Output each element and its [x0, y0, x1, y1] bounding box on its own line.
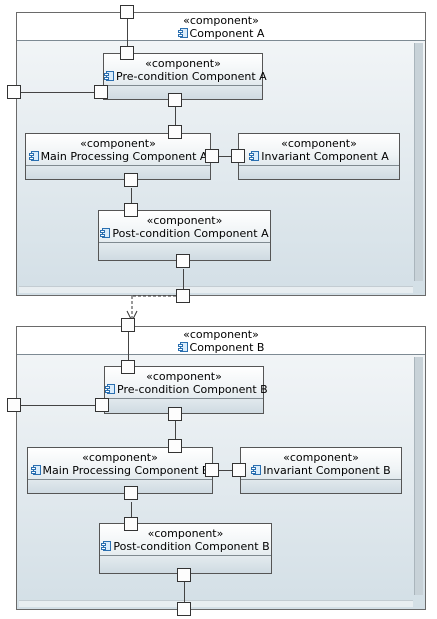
connector-line: [131, 188, 132, 205]
component-a-scrollbar-horizontal[interactable]: [19, 286, 413, 293]
component-icon: [105, 384, 115, 394]
invariant-b-stereotype: «component»: [283, 451, 359, 464]
port-b-pre-out[interactable]: [168, 407, 182, 421]
component-b-scrollbar-vertical[interactable]: [414, 357, 423, 595]
post-condition-component-a[interactable]: «component» Post-condition Component A: [98, 210, 271, 261]
invariant-a-name: Invariant Component A: [261, 150, 389, 163]
invariant-component-a[interactable]: «component» Invariant Component A: [238, 133, 400, 180]
connector-line: [131, 502, 132, 519]
pre-condition-a-title: Pre-condition Component A: [104, 70, 267, 83]
component-b-name: Component B: [189, 341, 265, 354]
port-b-pre-left[interactable]: [95, 398, 109, 412]
post-condition-b-name: Post-condition Component B: [113, 540, 270, 553]
divider: [105, 398, 263, 399]
divider: [28, 479, 212, 480]
port-b-pre-in[interactable]: [121, 360, 135, 374]
connector-line: [21, 92, 95, 93]
component-icon: [28, 151, 39, 161]
invariant-a-stereotype: «component»: [281, 137, 357, 150]
invariant-b-name: Invariant Component B: [263, 464, 391, 477]
port-a-bottom[interactable]: [176, 289, 190, 303]
port-a-left[interactable]: [7, 85, 21, 99]
port-b-post-in[interactable]: [124, 517, 138, 531]
invariant-a-title: Invariant Component A: [239, 150, 399, 163]
port-a-post-in[interactable]: [124, 203, 138, 217]
main-processing-b-name: Main Processing Component B: [42, 464, 210, 477]
component-b-title: Component B: [17, 341, 425, 354]
pre-condition-b-title: Pre-condition Component B: [105, 383, 268, 396]
component-a-name: Component A: [189, 27, 265, 40]
port-b-post-out[interactable]: [177, 568, 191, 582]
post-condition-a-title: Post-condition Component A: [99, 227, 270, 240]
divider: [100, 555, 271, 556]
main-processing-a-title: Main Processing Component A: [26, 150, 210, 163]
port-a-main-out[interactable]: [124, 173, 138, 187]
port-a-pre-in[interactable]: [120, 46, 134, 60]
port-b-main-right[interactable]: [205, 463, 219, 477]
pre-condition-component-b[interactable]: «component» Pre-condition Component B: [104, 366, 268, 414]
component-b-scrollbar-horizontal[interactable]: [19, 600, 413, 607]
main-processing-component-b[interactable]: «component» Main Processing Component B: [27, 447, 213, 494]
divider: [239, 165, 399, 166]
main-processing-b-stereotype: «component»: [82, 451, 158, 464]
component-b-header: «component» Component B: [17, 327, 425, 355]
port-a-top[interactable]: [120, 5, 134, 19]
port-a-pre-left[interactable]: [94, 85, 108, 99]
connector-line: [184, 582, 185, 602]
component-icon: [100, 228, 111, 238]
post-condition-a-name: Post-condition Component A: [112, 227, 269, 240]
post-condition-b-stereotype: «component»: [147, 527, 224, 540]
divider: [241, 479, 401, 480]
port-a-main-right[interactable]: [205, 149, 219, 163]
connector-line: [175, 420, 176, 439]
component-icon: [101, 541, 112, 551]
component-icon: [177, 28, 188, 38]
component-icon: [104, 71, 114, 81]
connector-line: [219, 470, 232, 471]
port-b-bottom[interactable]: [177, 602, 191, 616]
main-processing-component-a[interactable]: «component» Main Processing Component A: [25, 133, 211, 180]
main-processing-a-stereotype: «component»: [80, 137, 156, 150]
pre-condition-a-name: Pre-condition Component A: [116, 70, 267, 83]
port-b-inv-left[interactable]: [232, 463, 246, 477]
connector-line: [219, 156, 231, 157]
main-processing-a-name: Main Processing Component A: [40, 150, 208, 163]
port-a-main-in[interactable]: [168, 125, 182, 139]
connector-line: [183, 269, 184, 289]
divider: [104, 85, 262, 86]
component-icon: [177, 342, 188, 352]
pre-condition-b-name: Pre-condition Component B: [117, 383, 268, 396]
port-a-inv-left[interactable]: [231, 149, 245, 163]
component-icon: [249, 151, 260, 161]
component-a-stereotype: «component»: [183, 14, 259, 27]
connector-line: [21, 405, 96, 406]
divider: [26, 165, 210, 166]
component-a-header: «component» Component A: [17, 13, 425, 41]
main-processing-b-title: Main Processing Component B: [28, 464, 212, 477]
port-a-post-out[interactable]: [176, 254, 190, 268]
port-a-pre-out[interactable]: [168, 93, 182, 107]
component-a-scrollbar-vertical[interactable]: [414, 43, 423, 281]
component-b-stereotype: «component»: [183, 328, 259, 341]
post-condition-a-stereotype: «component»: [146, 214, 223, 227]
port-b-left[interactable]: [7, 398, 21, 412]
pre-condition-a-stereotype: «component»: [145, 57, 221, 70]
post-condition-b-title: Post-condition Component B: [100, 540, 271, 553]
connector-line: [175, 107, 176, 126]
port-b-main-out[interactable]: [124, 486, 138, 500]
invariant-b-title: Invariant Component B: [241, 464, 401, 477]
connector-line: [128, 331, 129, 361]
pre-condition-b-stereotype: «component»: [146, 370, 222, 383]
pre-condition-component-a[interactable]: «component» Pre-condition Component A: [103, 53, 267, 100]
component-icon: [30, 465, 41, 475]
port-b-main-in[interactable]: [168, 439, 182, 453]
port-b-top[interactable]: [121, 318, 135, 332]
invariant-component-b[interactable]: «component» Invariant Component B: [240, 447, 402, 494]
divider: [99, 242, 270, 243]
connector-line: [127, 19, 128, 47]
component-icon: [251, 465, 262, 475]
component-a-title: Component A: [17, 27, 425, 40]
